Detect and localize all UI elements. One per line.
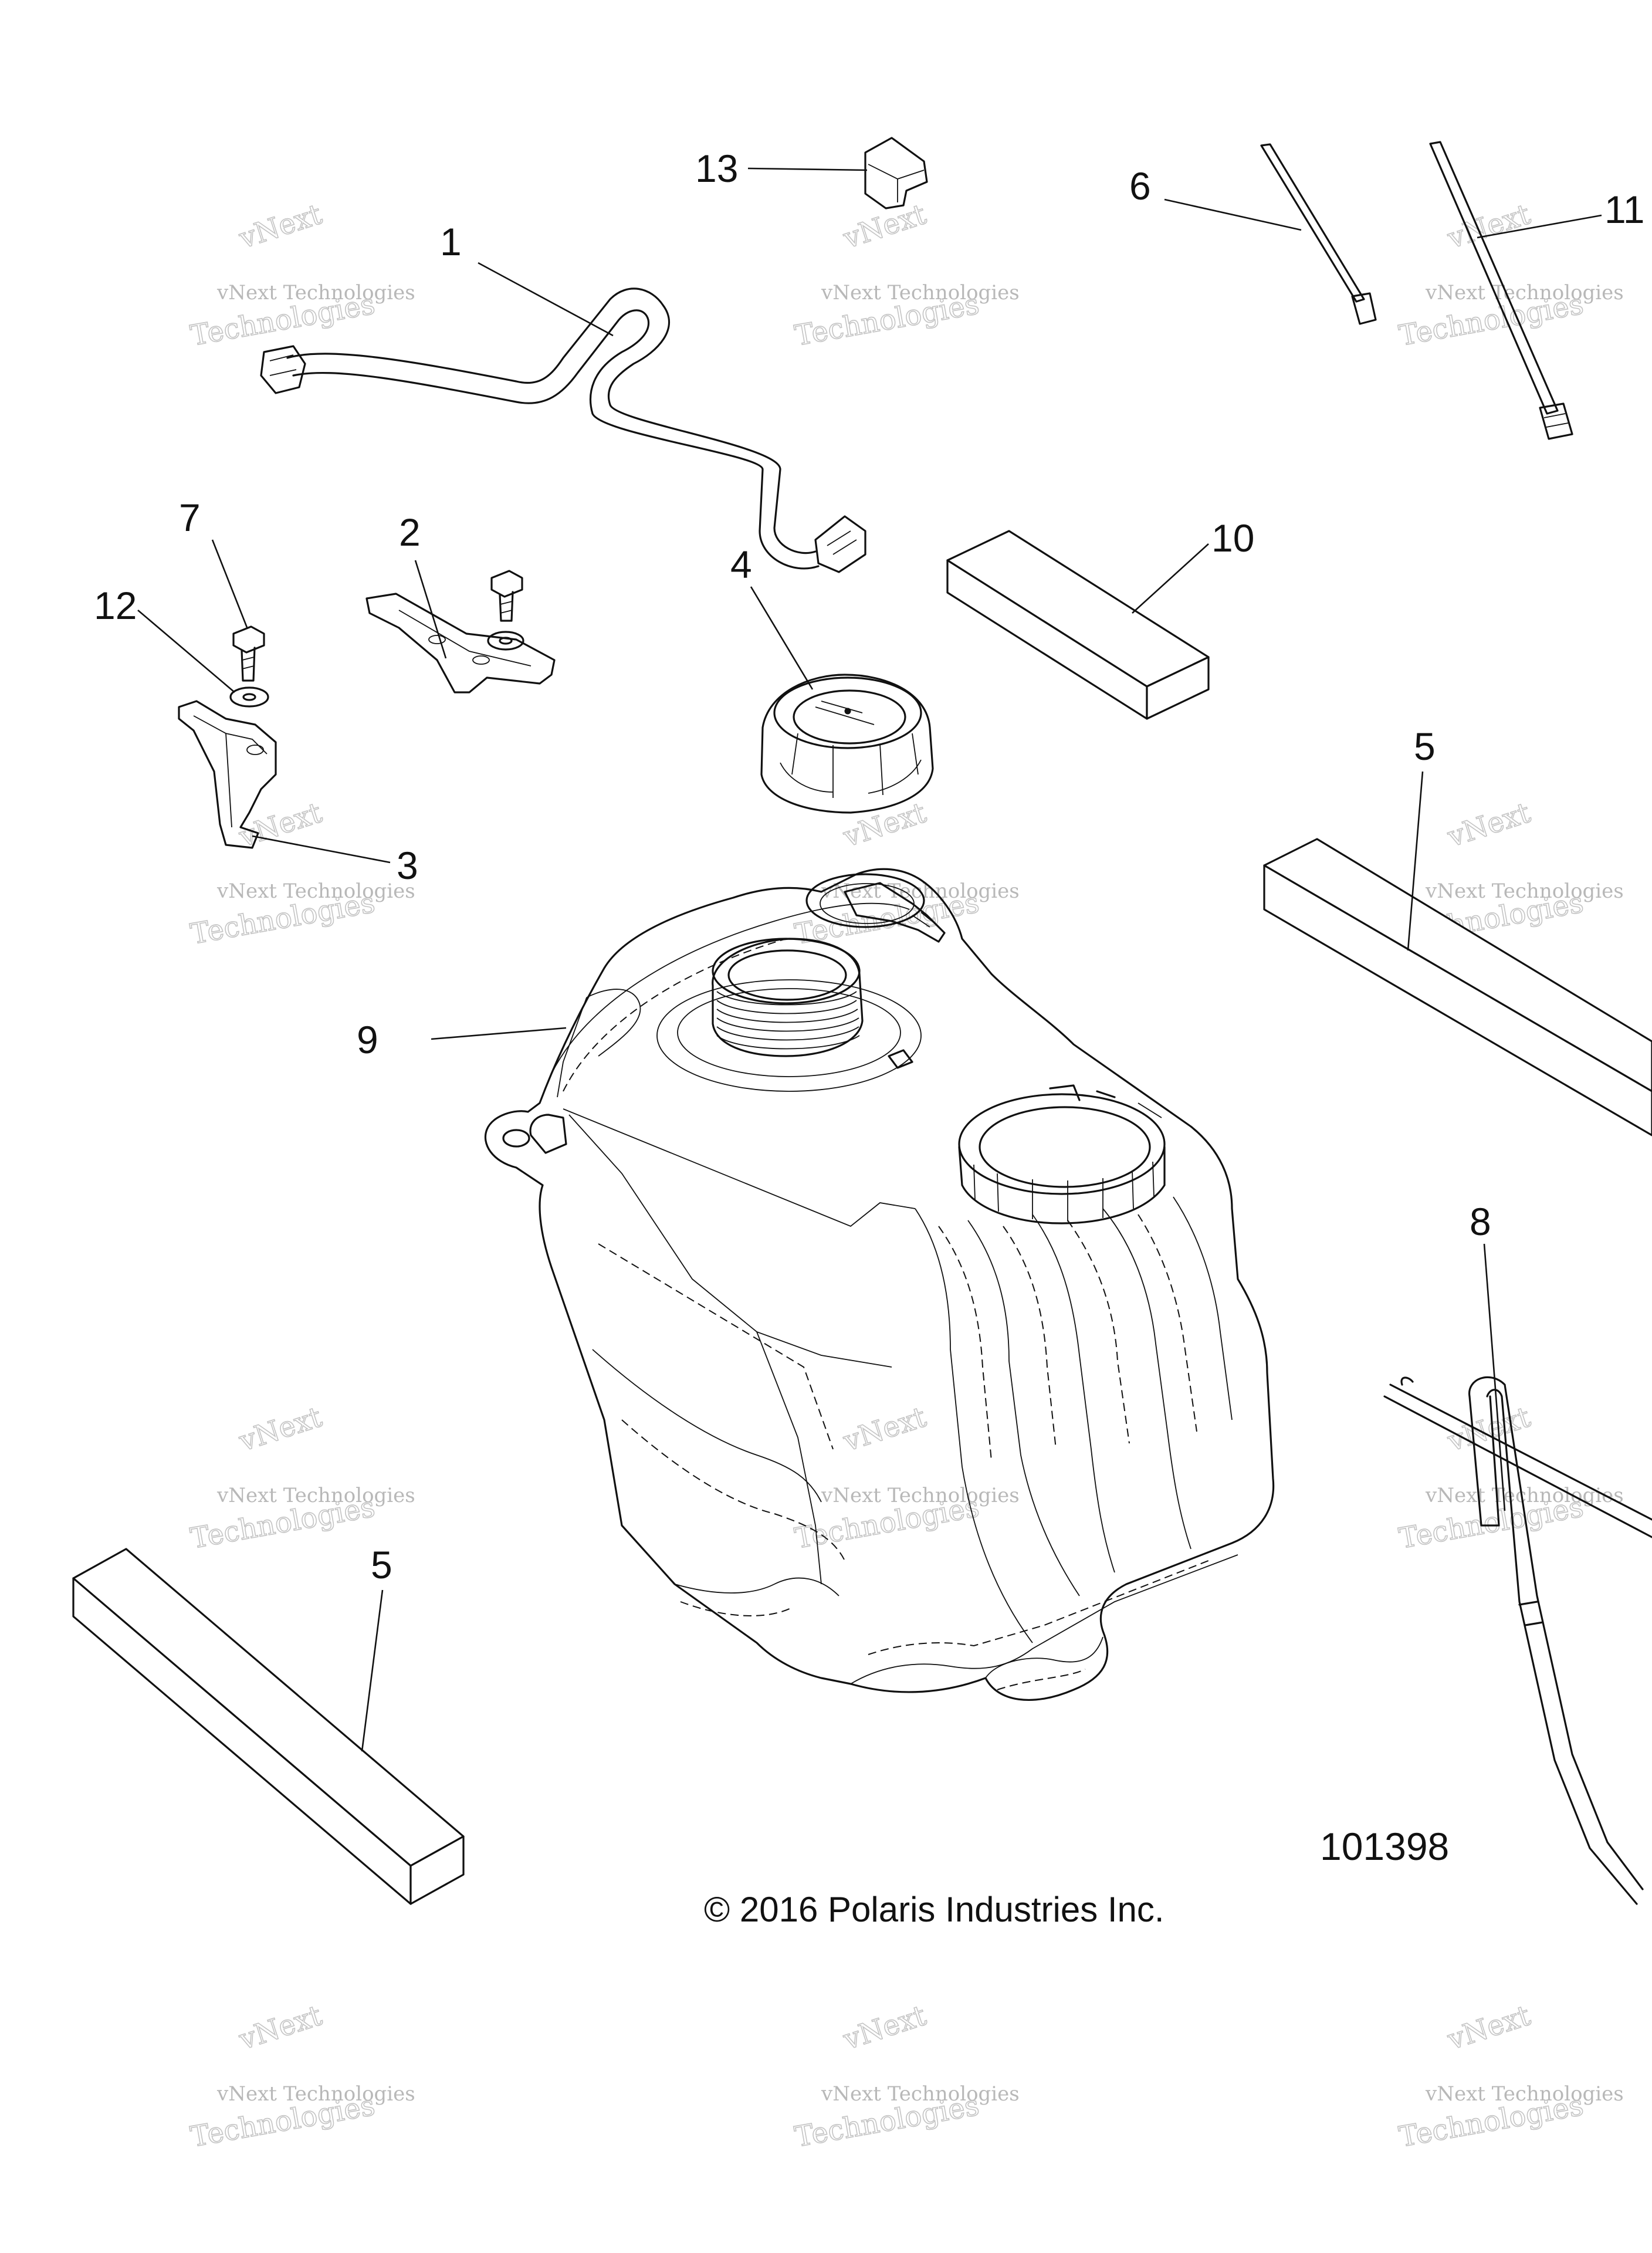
watermark-line: vNext Technologies [216,281,415,305]
watermark-line: vNext Technologies [216,879,415,903]
leader-7 [211,539,249,630]
part-fuel-cap[interactable] [760,674,934,814]
leader-3 [252,835,391,864]
callout-7: 7 [179,496,201,539]
watermark: vNext vNext Technologies Technologies [792,1400,1020,1555]
callout-11: 11 [1604,188,1645,231]
watermark-line: vNext Technologies [216,1484,415,1507]
watermark: vNext vNext Technologies Technologies [792,197,1020,353]
part-bracket-2[interactable] [365,593,556,694]
leader-2 [414,560,447,659]
watermark-vnext: vNext [1443,1999,1534,2056]
watermark: vNext vNext Technologies Technologies [188,197,415,353]
callouts: 1 2 3 4 5 5 6 7 8 9 10 11 12 13 [94,147,1645,1586]
part-bracket-3[interactable] [178,700,277,849]
leader-5-upper [1407,771,1424,951]
leader-10 [1132,543,1209,614]
callout-1: 1 [440,220,462,263]
leader-5-lower [361,1589,384,1752]
leader-9 [431,1027,567,1040]
watermark-line: vNext Technologies [1425,281,1624,305]
leader-12 [137,610,235,693]
part-fuel-tank[interactable] [484,868,1275,1701]
callout-8: 8 [1470,1200,1491,1243]
callout-5-lower: 5 [371,1543,392,1586]
copyright-text: © 2016 Polaris Industries Inc. [704,1890,1164,1929]
watermark-line: vNext Technologies [1425,879,1624,903]
leader-13 [747,167,868,171]
part-bolt-upper[interactable] [487,570,524,651]
callout-6: 6 [1129,164,1151,208]
part-clip[interactable] [864,137,928,209]
watermark-line: vNext Technologies [821,2082,1020,2106]
part-foam-block-10[interactable] [946,530,1210,720]
callout-3: 3 [397,844,418,887]
watermark-line: vNext Technologies [821,1484,1020,1507]
part-bolt-left[interactable] [232,625,265,682]
watermark-vnext: vNext [839,1999,930,2056]
part-foam-strip-lower[interactable] [72,1548,465,1905]
callout-2: 2 [399,510,421,554]
callout-4: 4 [730,543,752,586]
watermark-vnext: vNext [235,796,326,854]
watermark: vNext vNext Technologies Technologies [1396,1998,1624,2154]
callout-5-upper: 5 [1414,725,1436,768]
part-vent-hose[interactable] [1383,1376,1652,1905]
watermark-line: vNext Technologies [821,281,1020,305]
part-cable-tie-short[interactable] [1260,143,1377,325]
watermark-vnext: vNext [235,1999,326,2056]
watermark-vnext: vNext [235,198,326,255]
part-foam-strip-upper[interactable] [1263,838,1652,1136]
leader-8 [1483,1243,1506,1511]
watermark: vNext vNext Technologies Technologies [792,1998,1020,2154]
callout-13: 13 [695,147,738,190]
part-fuel-line[interactable] [260,287,866,573]
leader-lines [137,167,1602,1752]
callout-10: 10 [1211,516,1254,560]
watermark: vNext vNext Technologies Technologies [188,1400,415,1555]
watermark: vNext vNext Technologies Technologies [188,796,415,951]
watermark-vnext: vNext [1443,796,1534,854]
leader-6 [1164,198,1302,231]
watermark-line: vNext Technologies [1425,2082,1624,2106]
watermark-vnext: vNext [839,1400,930,1458]
watermark-vnext: vNext [235,1400,326,1458]
watermark: vNext vNext Technologies Technologies [188,1998,415,2154]
leader-4 [750,586,814,690]
callout-12: 12 [94,584,137,627]
leader-1 [478,262,614,337]
part-cable-tie-long[interactable] [1429,141,1573,440]
watermark-vnext: vNext [839,796,930,854]
callout-9: 9 [357,1018,378,1061]
leader-11 [1477,214,1602,239]
part-washer-left[interactable] [229,686,269,708]
watermark-line: vNext Technologies [216,2082,415,2106]
watermark-vnext: vNext [1443,1400,1534,1458]
figure-number: 101398 [1320,1825,1449,1868]
